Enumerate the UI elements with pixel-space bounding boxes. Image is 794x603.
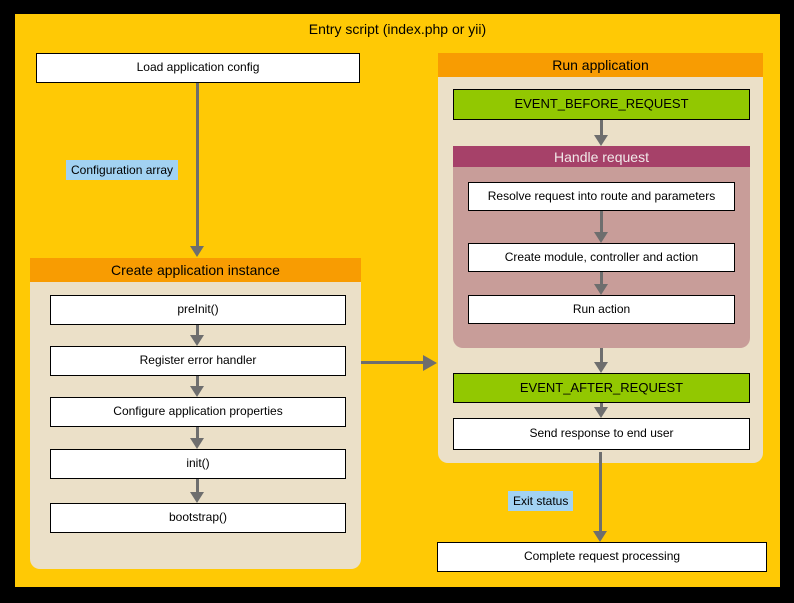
- step-run-action: Run action: [468, 295, 735, 324]
- event-before-request-box: EVENT_BEFORE_REQUEST: [453, 89, 750, 120]
- load-config-box: Load application config: [36, 53, 360, 83]
- arrow-down-icon: [190, 325, 204, 346]
- handle-request-panel: Handle request Resolve request into rout…: [453, 146, 750, 348]
- diagram-title: Entry script (index.php or yii): [308, 21, 487, 37]
- configuration-array-label: Configuration array: [66, 160, 179, 180]
- handle-request-panel-header: Handle request: [453, 146, 750, 167]
- create-application-panel-header: Create application instance: [30, 258, 361, 282]
- step-create-module-controller-action: Create module, controller and action: [468, 243, 735, 272]
- step-resolve-request: Resolve request into route and parameter…: [468, 182, 735, 211]
- arrow-right-icon: [361, 354, 437, 371]
- run-application-panel-header: Run application: [438, 53, 763, 77]
- complete-request-box: Complete request processing: [437, 542, 767, 572]
- step-bootstrap: bootstrap(): [50, 503, 346, 533]
- step-init: init(): [50, 449, 346, 479]
- arrow-down-icon: [594, 403, 608, 418]
- exit-status-label: Exit status: [508, 491, 574, 511]
- entry-script-canvas: Entry script (index.php or yii) Load app…: [15, 14, 780, 587]
- arrow-down-icon: [190, 83, 204, 257]
- run-application-panel: Run application EVENT_BEFORE_REQUEST Han…: [438, 53, 763, 463]
- step-preinit: preInit(): [50, 295, 346, 325]
- arrow-down-icon: [594, 272, 608, 295]
- event-after-request-box: EVENT_AFTER_REQUEST: [453, 373, 750, 403]
- step-register-error-handler: Register error handler: [50, 346, 346, 376]
- arrow-down-icon: [190, 427, 204, 449]
- arrow-down-icon: [594, 120, 608, 146]
- create-application-panel: Create application instance preInit() Re…: [30, 258, 361, 569]
- arrow-down-icon: [594, 211, 608, 243]
- arrow-down-icon: [593, 452, 607, 542]
- arrow-down-icon: [190, 376, 204, 397]
- arrow-down-icon: [190, 479, 204, 503]
- arrow-down-icon: [594, 348, 608, 373]
- send-response-box: Send response to end user: [453, 418, 750, 450]
- step-configure-properties: Configure application properties: [50, 397, 346, 427]
